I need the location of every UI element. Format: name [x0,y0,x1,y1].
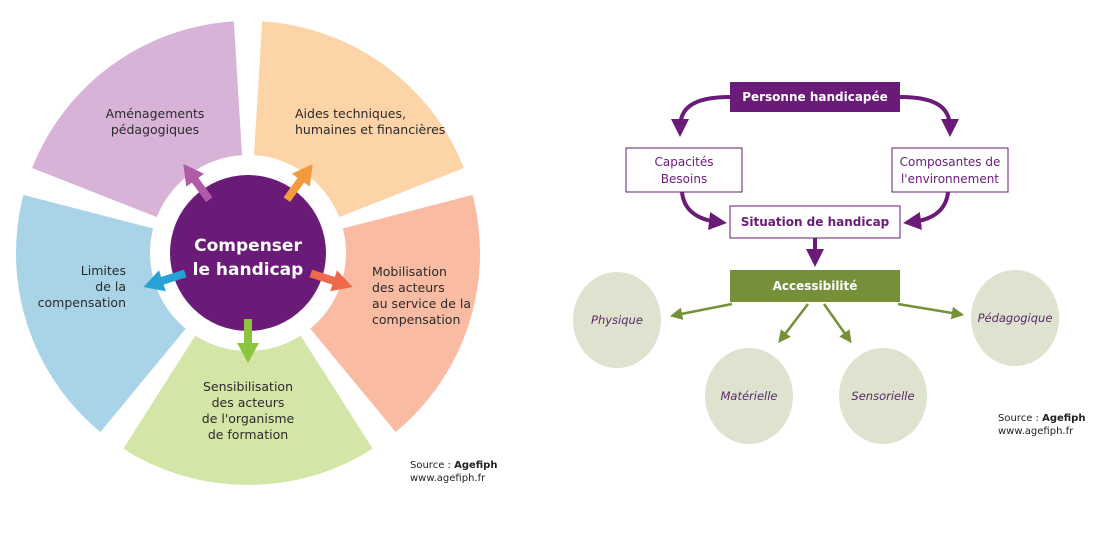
source-name: Agefiph [1042,413,1085,424]
segment-label-line: de l'organisme [202,411,295,426]
segment-label-line: pédagogiques [111,122,199,137]
center-title-line-2: le handicap [193,260,304,280]
source-prefix: Source : [410,460,454,471]
arrow-to-pedagogique [897,302,965,320]
composantes-box [891,147,1009,193]
ellipse-materielle [705,348,793,444]
personne-handicapee-box [730,82,900,112]
segment-label-sensibilisation: Sensibilisation des acteurs de l'organis… [202,379,295,442]
source-url: www.agefiph.fr [998,426,1074,437]
compensation-wheel: Compenser le handicap Aménagements pédag… [15,21,497,485]
segment-label-limites: Limites de la compensation [38,263,126,310]
composantes-label-line-1: Composantes de [900,155,1001,169]
segment-label-line: humaines et financières [295,122,445,137]
segment-label-line: de la [95,279,126,294]
accessibilite-box [730,270,900,302]
center-title-line-1: Compenser [194,236,302,256]
capacites-label-line-1: Capacités [655,155,714,169]
segment-label-line: Aides techniques, [295,106,406,121]
ellipse-sensorielle [839,348,927,444]
wheel-arrows [143,164,353,363]
center-circle [170,175,326,331]
wheel-arrow-amenagements [183,164,213,202]
segment-label-line: Mobilisation [372,264,447,279]
ellipse-sensorielle-label: Sensorielle [851,389,914,403]
source-line: Source : Agefiph [998,413,1085,424]
wheel-segment-sensibilisation [123,330,373,485]
ellipse-pedagogique-label: Pédagogique [978,311,1053,325]
ellipse-pedagogique [971,270,1059,366]
situation-handicap-label: Situation de handicap [741,215,890,229]
ellipse-physique-label: Physique [591,313,643,327]
personne-handicapee-label: Personne handicapée [742,90,888,104]
left-source: Source : Agefiph www.agefiph.fr [410,460,497,484]
source-line: Source : Agefiph [410,460,497,471]
segment-label-amenagements: Aménagements pédagogiques [106,106,205,137]
segment-label-line: au service de la [372,296,471,311]
situation-handicap-box [729,205,901,239]
source-prefix: Source : [998,413,1042,424]
segment-label-line: de formation [208,427,288,442]
arrow-personne-to-capacites [671,95,731,137]
wheel-arrow-aides [283,164,313,202]
segment-label-line: des acteurs [372,280,445,295]
arrow-to-physique [669,302,733,320]
accessibilite-label: Accessibilité [773,279,858,293]
arrow-to-sensorielle [822,303,852,344]
composantes-label-line-2: l'environnement [901,172,999,186]
arrow-capacites-to-situation [680,191,727,230]
segment-label-aides: Aides techniques, humaines et financière… [295,106,445,137]
source-name: Agefiph [454,460,497,471]
segment-label-line: compensation [372,312,460,327]
segment-label-line: compensation [38,295,126,310]
segment-label-line: des acteurs [212,395,285,410]
wheel-arrow-sensibilisation [237,319,259,363]
segment-label-line: Sensibilisation [203,379,293,394]
arrow-to-materielle [778,303,809,343]
wheel-arrow-mobilisation [309,269,353,292]
ellipse-materielle-label: Matérielle [720,389,777,403]
source-url: www.agefiph.fr [410,473,486,484]
capacites-box [625,147,743,193]
segment-label-line: Aménagements [106,106,205,121]
ellipse-physique [573,272,661,368]
handicap-flow-diagram: Personne handicapée Capacités Besoins Co… [573,82,1085,444]
capacites-label-line-2: Besoins [661,172,707,186]
segment-label-line: Limites [81,263,126,278]
wheel-segment-mobilisation [306,194,480,433]
arrow-composantes-to-situation [903,191,950,230]
arrow-personne-to-composantes [899,95,959,137]
wheel-arrow-limites [143,269,187,292]
segment-label-mobilisation: Mobilisation des acteurs au service de l… [372,264,471,327]
right-source: Source : Agefiph www.agefiph.fr [998,413,1085,437]
wheel-segment-limites [15,194,190,433]
